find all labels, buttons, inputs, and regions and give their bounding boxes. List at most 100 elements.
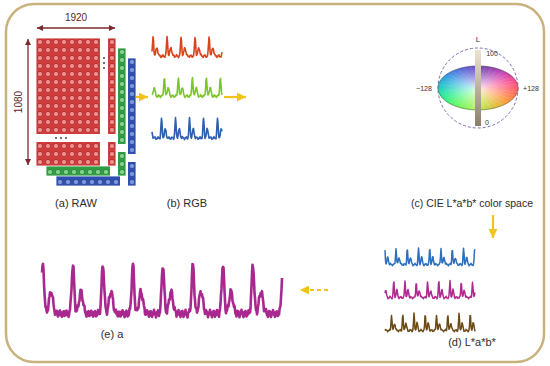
- pixel-dot: [85, 47, 90, 52]
- pixel-dot: [77, 95, 82, 100]
- pixel-dot: [93, 79, 98, 84]
- pixel-dot: [61, 151, 66, 156]
- pixel-dot: [53, 71, 58, 76]
- pixel-dot: [129, 147, 134, 152]
- pixel-dot: [77, 119, 82, 124]
- axis-label: +128: [523, 85, 539, 92]
- pixel-dot: [69, 71, 74, 76]
- pixel-dot: [69, 63, 74, 68]
- pixel-dot: [65, 179, 70, 184]
- panel-caption: (d) L*a*b*: [448, 336, 496, 349]
- flow-arrow: [136, 96, 148, 98]
- pixel-dot: [57, 179, 62, 184]
- pixel-dot: [53, 47, 58, 52]
- pixel-dot: [93, 119, 98, 124]
- ellipsis-dot: [103, 62, 105, 64]
- pixel-dot: [93, 151, 98, 156]
- pixel-dot: [69, 143, 74, 148]
- pixel-dot: [69, 103, 74, 108]
- pixel-dot: [87, 169, 92, 174]
- axis-label: −128: [416, 85, 432, 92]
- pixel-dot: [53, 111, 58, 116]
- pixel-dot: [63, 169, 68, 174]
- pixel-dot: [109, 87, 114, 92]
- pixel-dot: [119, 57, 124, 62]
- ellipsis-dot: [65, 137, 67, 139]
- pixel-dot: [53, 79, 58, 84]
- pixel-dot: [109, 143, 114, 148]
- pixel-dot: [81, 179, 86, 184]
- pixel-dot: [85, 63, 90, 68]
- pixel-dot: [77, 127, 82, 132]
- panel-caption: (c) CIE L*a*b* color space: [411, 197, 533, 210]
- ellipsis-dot: [103, 57, 105, 59]
- pixel-dot: [61, 79, 66, 84]
- pixel-dot: [93, 39, 98, 44]
- panel-caption: (b) RGB: [167, 197, 207, 210]
- l-signal: [385, 248, 475, 266]
- pixel-dot: [37, 55, 42, 60]
- pixel-dot: [109, 39, 114, 44]
- pixel-dot: [93, 63, 98, 68]
- pixel-dot: [119, 65, 124, 70]
- axis-label: 0: [485, 119, 489, 126]
- pixel-dot: [61, 87, 66, 92]
- pixel-dot: [105, 179, 110, 184]
- a-signal: [385, 280, 475, 298]
- pixel-dot: [89, 179, 94, 184]
- pixel-dot: [69, 127, 74, 132]
- pixel-dot: [85, 39, 90, 44]
- pixel-dot: [109, 47, 114, 52]
- pixel-dot: [45, 119, 50, 124]
- pixel-dot: [85, 111, 90, 116]
- pixel-dot: [109, 119, 114, 124]
- pixel-dot: [93, 111, 98, 116]
- pixel-dot: [93, 95, 98, 100]
- pixel-dot: [85, 79, 90, 84]
- pixel-dot: [45, 71, 50, 76]
- pixel-dot: [119, 105, 124, 110]
- pixel-dot: [77, 103, 82, 108]
- panel-caption: (e) a: [101, 328, 124, 341]
- pixel-dot: [109, 79, 114, 84]
- pixel-dot: [37, 87, 42, 92]
- frame-border: [6, 4, 544, 362]
- sphere-outline: [438, 48, 518, 128]
- pixel-dot: [69, 39, 74, 44]
- dimension-label: 1080: [14, 91, 24, 113]
- pixel-dot: [45, 47, 50, 52]
- pixel-dot: [45, 79, 50, 84]
- pixel-dot: [93, 159, 98, 164]
- ellipsis-dot: [103, 67, 105, 69]
- pixel-dot: [69, 79, 74, 84]
- pixel-dot: [79, 169, 84, 174]
- pixel-dot: [61, 71, 66, 76]
- red-signal: [152, 36, 222, 57]
- ellipsis-dot: [55, 137, 57, 139]
- blue-signal: [152, 117, 222, 139]
- pixel-dot: [53, 151, 58, 156]
- lightness-axis: [475, 50, 481, 126]
- pixel-dot: [93, 47, 98, 52]
- pixel-dot: [37, 111, 42, 116]
- pixel-dot: [37, 71, 42, 76]
- pixel-dot: [77, 87, 82, 92]
- pixel-dot: [129, 83, 134, 88]
- pixel-dot: [77, 111, 82, 116]
- axis-label: 100: [486, 50, 498, 57]
- panel: (c) CIE L*a*b* color space: [246, 30, 542, 215]
- pixel-dot: [113, 179, 118, 184]
- pixel-dot: [53, 95, 58, 100]
- pixel-dot: [103, 169, 108, 174]
- pixel-dot: [61, 119, 66, 124]
- pixel-dot: [119, 153, 124, 158]
- dimension-arrow: [27, 39, 28, 165]
- pixel-dot: [109, 127, 114, 132]
- panel: (b) RGB: [148, 30, 224, 215]
- pixel-dot: [77, 63, 82, 68]
- pixel-dot: [129, 163, 134, 168]
- pixel-dot: [69, 151, 74, 156]
- pixel-dot: [37, 151, 42, 156]
- pixel-dot: [119, 81, 124, 86]
- pixel-dot: [61, 39, 66, 44]
